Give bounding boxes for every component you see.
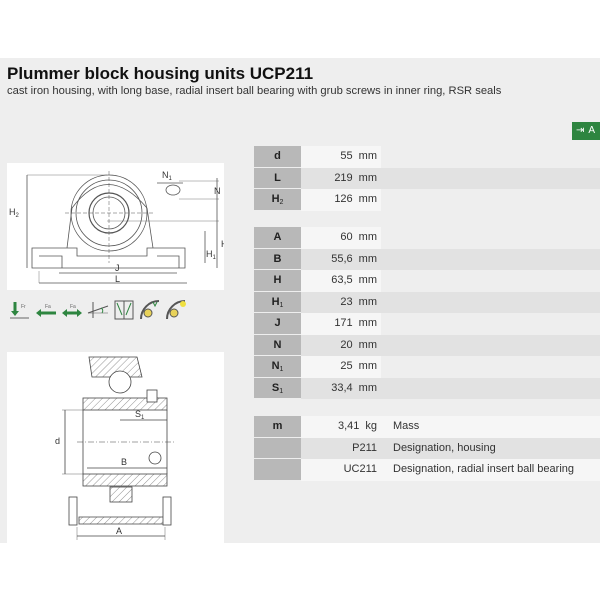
page-subtitle: cast iron housing, with long base, radia… bbox=[7, 85, 502, 97]
dim-label-a: A bbox=[116, 526, 122, 536]
dim-label-h2: H2 bbox=[9, 207, 20, 219]
dim-key: J bbox=[254, 313, 301, 335]
svg-text:Fa: Fa bbox=[45, 304, 51, 310]
radial-load-icon: Fr bbox=[9, 299, 31, 321]
svg-text:Fr: Fr bbox=[21, 304, 26, 310]
dim-label-b: B bbox=[121, 457, 127, 467]
dim-description: Designation, radial insert ball bearing bbox=[381, 459, 600, 481]
section-svg: S1 d B A bbox=[55, 356, 175, 540]
inner-ring-bottom bbox=[82, 473, 168, 487]
table-row: P211 Designation, housing bbox=[254, 437, 600, 459]
inner-ring-top bbox=[82, 397, 168, 411]
dim-description: Mass bbox=[381, 416, 600, 438]
dim-label-h1: H1 bbox=[206, 249, 217, 261]
feature-icon-strip: Fr Fa Fa bbox=[9, 299, 187, 323]
dim-key: B bbox=[254, 248, 301, 270]
dim-label-s1: S1 bbox=[135, 409, 145, 421]
dim-value: P211 bbox=[301, 437, 381, 459]
axial-load-one-direction-icon: Fa bbox=[35, 299, 57, 321]
housing-base-section bbox=[78, 516, 166, 525]
axial-load-both-directions-icon: Fa bbox=[61, 299, 83, 321]
table-row: UC211 Designation, radial insert ball be… bbox=[254, 459, 600, 481]
housing-front-drawing: H2 N1 N H H1 J L bbox=[7, 163, 224, 290]
dim-key: N1 bbox=[254, 356, 301, 378]
speed-suitability-icon bbox=[139, 299, 161, 321]
page-title: Plummer block housing units UCP211 bbox=[7, 64, 314, 83]
misalignment-icon bbox=[87, 299, 109, 321]
dim-description: Designation, housing bbox=[381, 437, 600, 459]
dim-label-d: d bbox=[55, 436, 60, 446]
dim-key: H1 bbox=[254, 291, 301, 313]
housing-top-section bbox=[88, 356, 143, 378]
dim-key: N bbox=[254, 334, 301, 356]
dim-key: S1 bbox=[254, 377, 301, 399]
dim-value: UC211 bbox=[301, 459, 381, 481]
dim-key: d bbox=[254, 146, 301, 168]
dim-label-n1: N1 bbox=[162, 170, 173, 182]
dim-key bbox=[254, 459, 301, 481]
lubrication-icon bbox=[165, 299, 187, 321]
dim-label-l: L bbox=[115, 274, 120, 284]
housing-pedestal bbox=[66, 184, 154, 249]
svg-text:Fa: Fa bbox=[70, 304, 76, 310]
dim-key bbox=[254, 437, 301, 459]
housing-base bbox=[31, 247, 186, 269]
dim-key: m bbox=[254, 416, 301, 438]
dim-key: H2 bbox=[254, 189, 301, 211]
login-arrow-icon: ⇥ bbox=[576, 125, 585, 136]
dim-key: H bbox=[254, 270, 301, 292]
dim-label-n: N bbox=[214, 186, 221, 196]
dim-label-j: J bbox=[115, 263, 120, 273]
section-drawing: S1 d B A bbox=[7, 352, 224, 543]
housing-front-svg: H2 N1 N H H1 J L bbox=[9, 170, 224, 284]
sealing-icon bbox=[113, 299, 135, 321]
dim-label-h: H bbox=[221, 239, 224, 249]
dim-key: L bbox=[254, 167, 301, 189]
dim-key: A bbox=[254, 227, 301, 249]
action-button[interactable]: ⇥A bbox=[572, 122, 600, 140]
